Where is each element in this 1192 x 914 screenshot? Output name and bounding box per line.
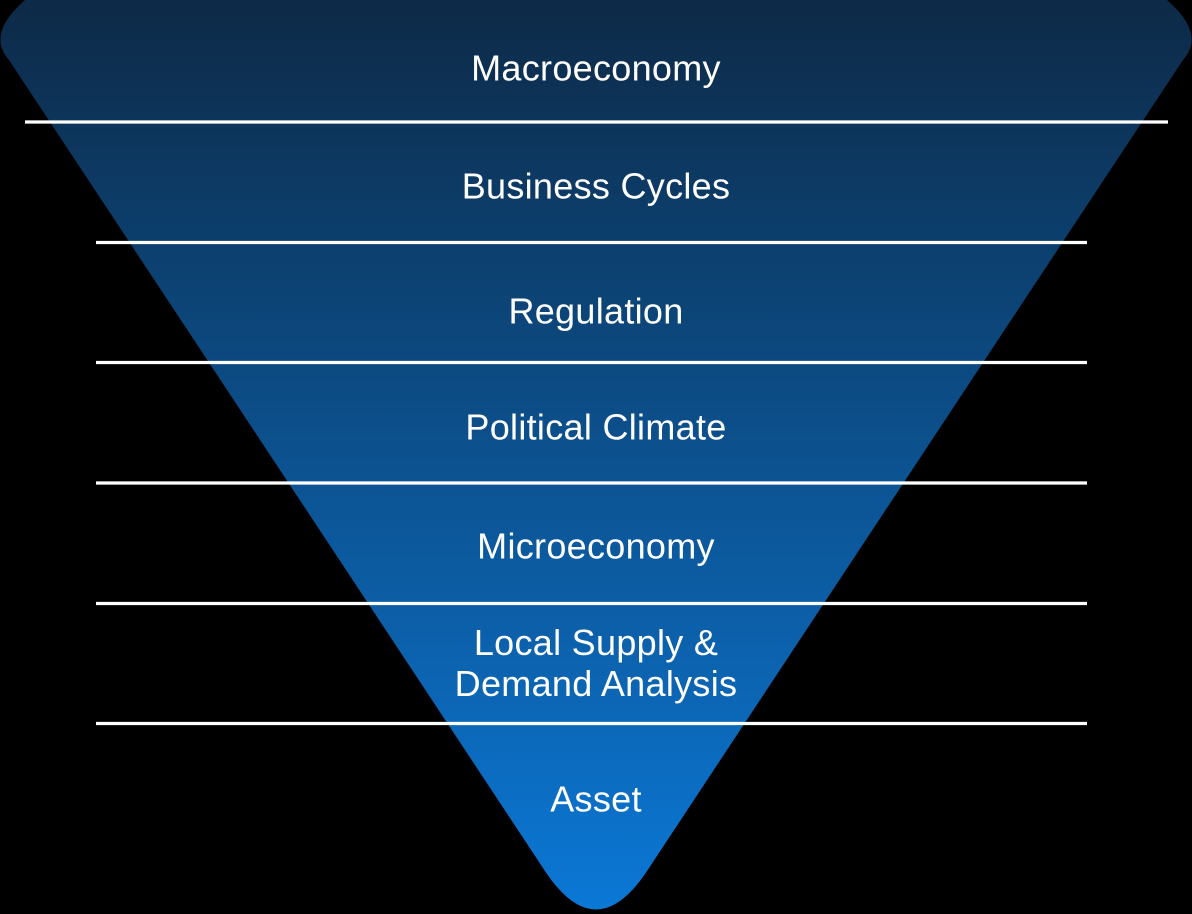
level-label-text: Regulation — [508, 290, 684, 332]
level-label-regulation: Regulation — [508, 291, 683, 332]
level-label-microeconomy: Microeconomy — [477, 526, 715, 567]
level-label-macroeconomy: Macroeconomy — [471, 48, 721, 89]
level-label-text: Asset — [550, 778, 642, 820]
level-label-business-cycles: Business Cycles — [462, 166, 731, 207]
level-label-asset: Asset — [550, 779, 642, 820]
level-label-text: Business Cycles — [461, 165, 731, 207]
level-label-local-supply-demand: Local Supply & Demand Analysis — [455, 622, 738, 704]
level-label-text: Political Climate — [465, 406, 727, 448]
level-label-text: Macroeconomy — [471, 47, 721, 89]
level-label-text-line2: Demand Analysis — [454, 663, 738, 704]
level-label-political-climate: Political Climate — [465, 407, 726, 448]
level-label-text-line1: Local Supply & — [473, 622, 719, 663]
level-label-text: Microeconomy — [477, 525, 715, 567]
